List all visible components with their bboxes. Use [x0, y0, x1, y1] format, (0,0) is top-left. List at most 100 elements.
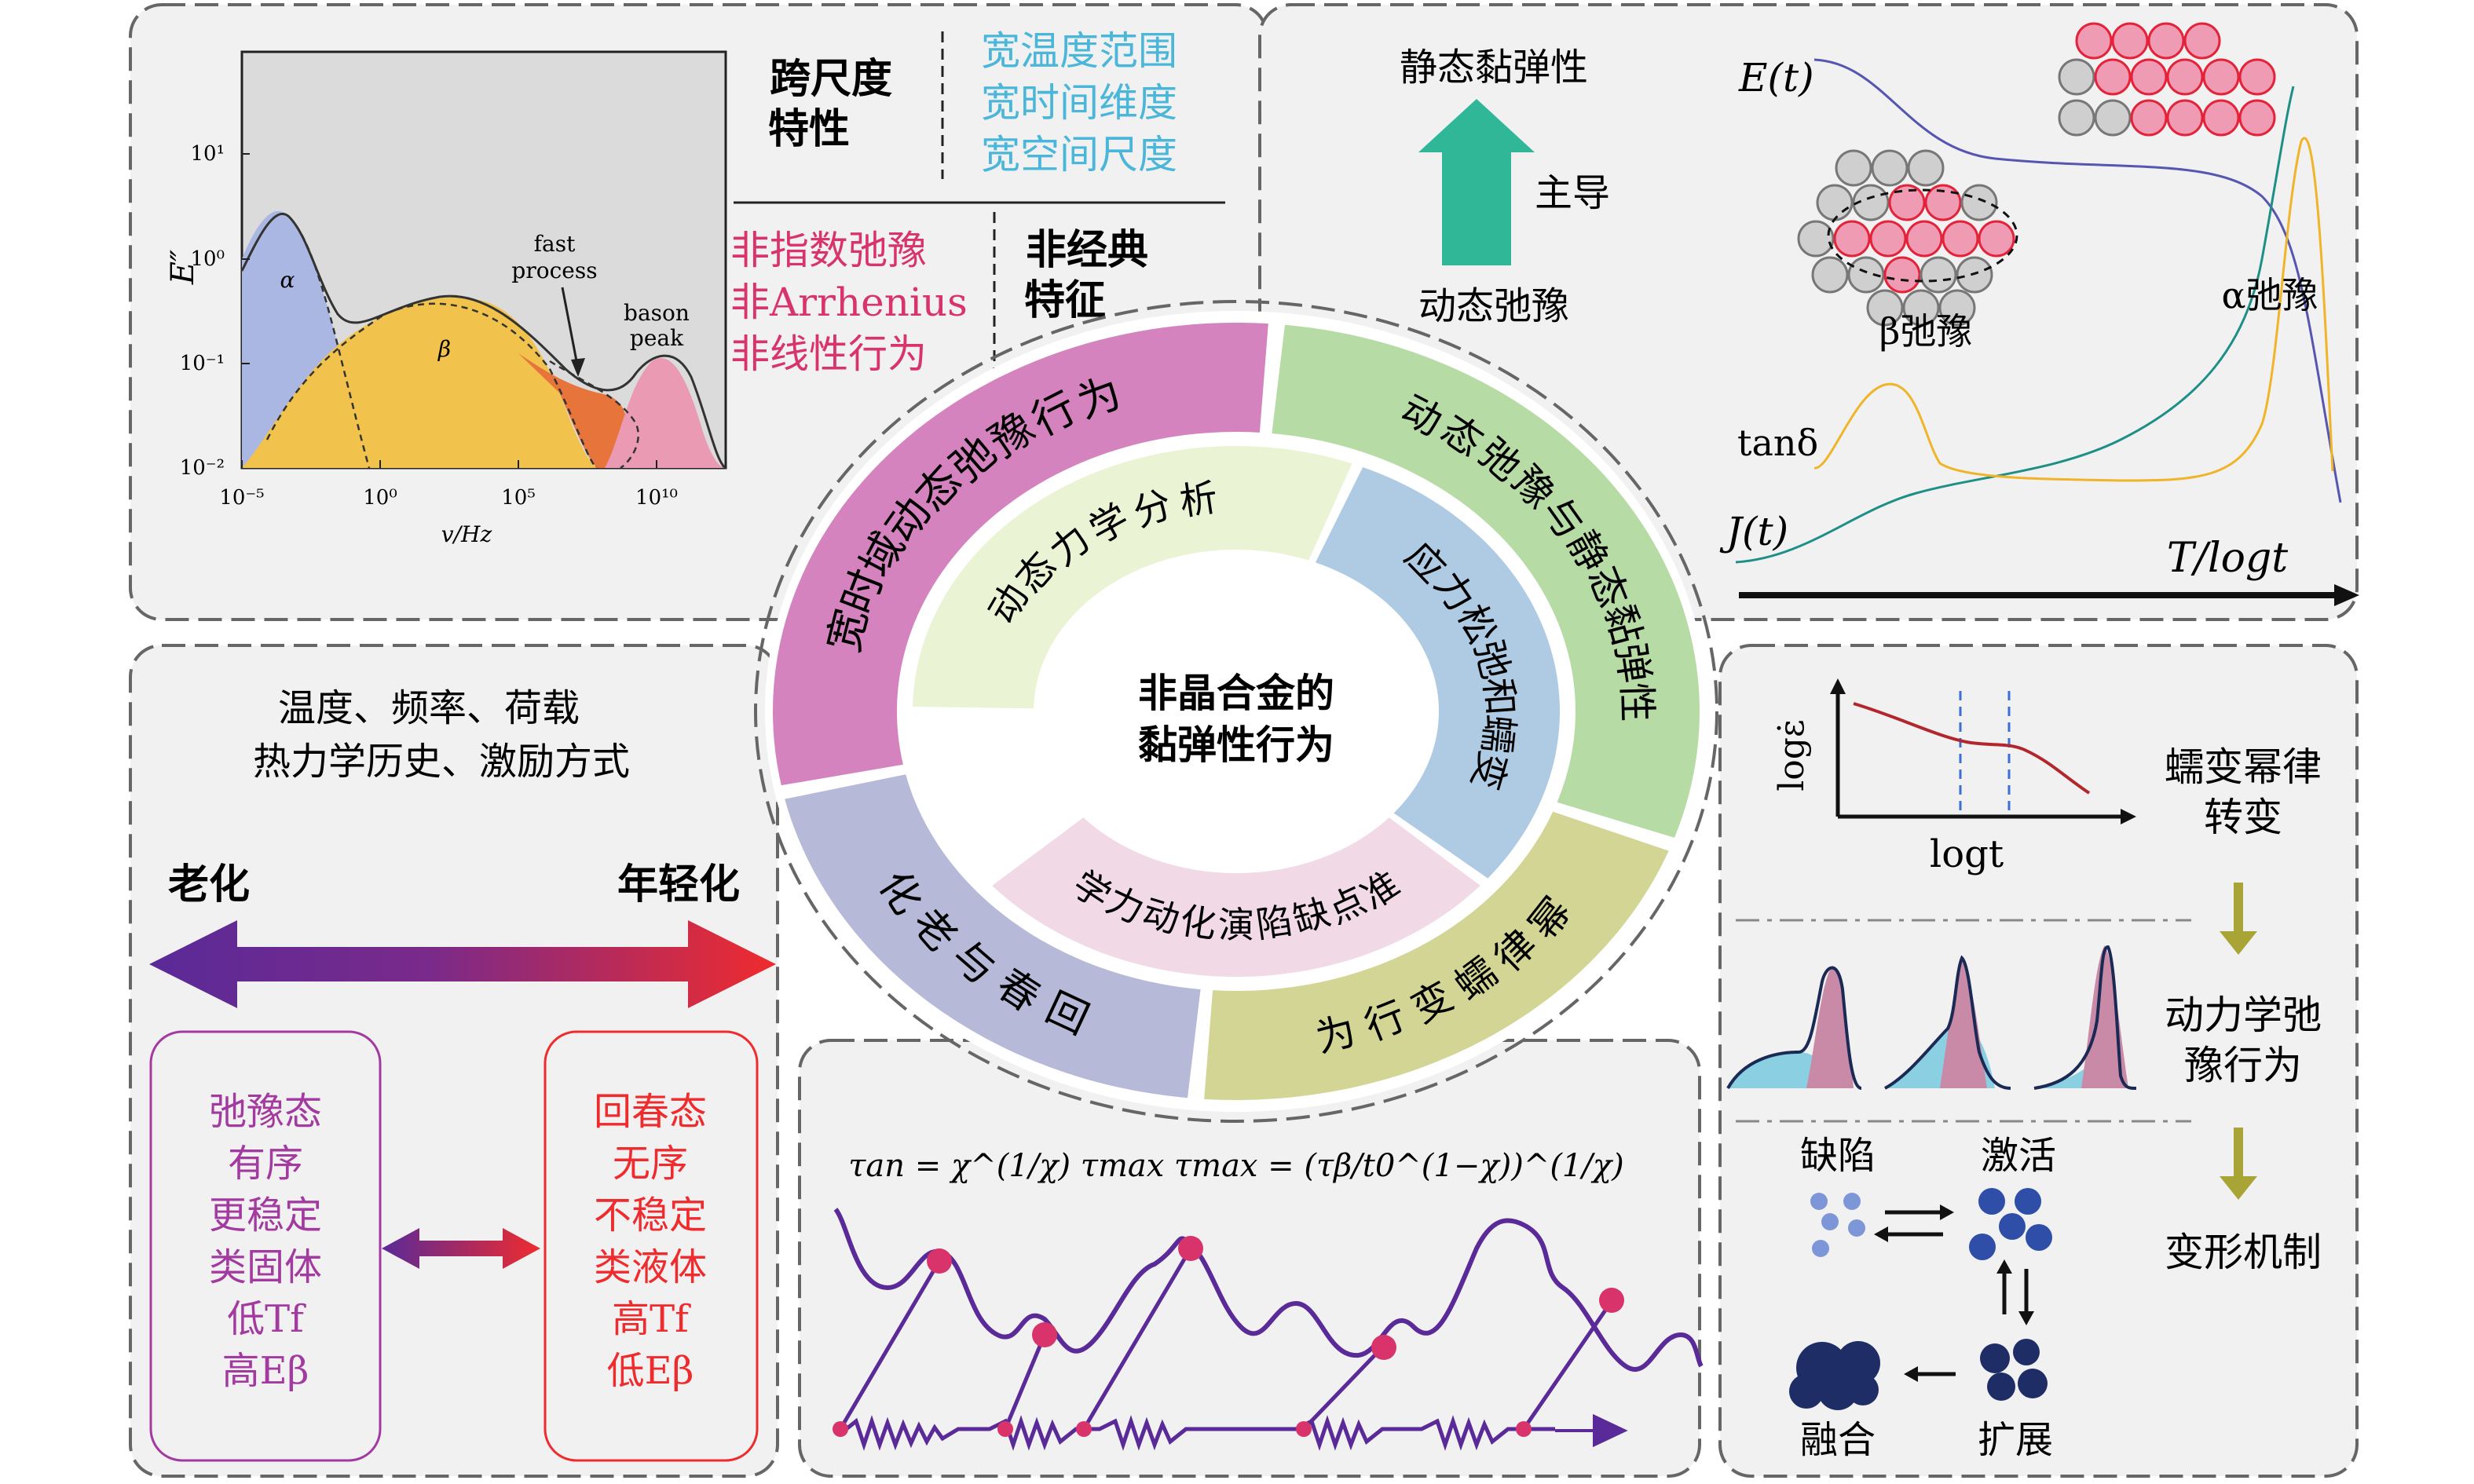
panel-bottom-left — [129, 644, 779, 1478]
particle — [1883, 256, 1921, 294]
spectrum-xtick-2: 10⁵ — [501, 486, 536, 510]
fast-process-arrowhead — [571, 358, 585, 377]
creep-rate-plot: logε̇ logt — [1772, 678, 2136, 876]
ring-seg-dma — [913, 446, 1352, 709]
particle — [1924, 184, 1962, 221]
v-arrowhead-down — [2018, 1311, 2034, 1325]
fast-dashed-curve — [549, 360, 639, 470]
particle — [2094, 99, 2132, 137]
spectrum-chart: 10¹ 10⁰ 10⁻¹ 10⁻² 10⁻⁵ 10⁰ 10⁵ 10¹⁰ v/Hz… — [165, 50, 727, 547]
energy-jump-lines — [838, 1247, 1612, 1431]
cross-scale-item-2: 宽空间尺度 — [981, 132, 1177, 177]
J-label: J(t) — [1719, 509, 1788, 554]
relaxed-item-2: 更稳定 — [209, 1193, 322, 1237]
particle — [2130, 99, 2168, 137]
step2-line-1: 豫行为 — [2184, 1043, 2302, 1088]
label-alpha: α — [280, 267, 295, 293]
label-process: process — [511, 258, 597, 283]
rejuvenated-item-3: 类液体 — [594, 1245, 707, 1289]
creep-rate-curve — [1853, 702, 2091, 795]
fast-process-area — [518, 353, 628, 468]
label-bason: bason — [624, 300, 690, 326]
particle — [1978, 220, 2015, 258]
rejuvenated-item-0: 回春态 — [594, 1090, 707, 1134]
spectrum-ytick-0: 10¹ — [190, 142, 225, 166]
spectrum-ticks — [241, 153, 657, 468]
ring-label-dma-char: 析 — [1177, 476, 1221, 525]
particle — [2183, 22, 2221, 60]
peak-3-line — [2033, 945, 2137, 1090]
dominance-arrow — [1418, 99, 1535, 265]
fuse-arrowhead — [1904, 1366, 1918, 1382]
step1-line-0: 蠕变幂律 — [2165, 744, 2322, 790]
particle — [2075, 22, 2113, 60]
panel-bottom-right — [1718, 644, 2359, 1478]
beta-relaxation-label: β弛豫 — [1879, 310, 1973, 353]
step-deformation-mechanism: 变形机制 — [2165, 1230, 2322, 1275]
ring-label-quasi-defect-char: 演 — [1218, 904, 1254, 946]
energy-state-dots — [833, 1236, 1624, 1437]
energy-landscape — [833, 1208, 1704, 1451]
spectrum-xlabel: v/Hz — [441, 521, 492, 547]
ring-label-stress-relax-char: 和 — [1476, 676, 1522, 717]
particle — [1869, 220, 1907, 258]
beta-cluster-outline — [1827, 188, 2018, 283]
rejuvenated-item-1: 无序 — [613, 1142, 688, 1186]
bason-peak-area — [605, 358, 726, 468]
particle — [2111, 22, 2149, 60]
ring-seg-dynamic-static — [1272, 324, 1700, 838]
factors-line-1: 温度、频率、荷载 — [278, 686, 580, 730]
particle — [1852, 184, 1890, 221]
particle — [2202, 99, 2240, 137]
center-title-2: 黏弹性行为 — [1138, 722, 1334, 768]
relaxed-item-1: 有序 — [228, 1142, 303, 1186]
ring-seg-rejuvenation — [785, 774, 1201, 1098]
creep-x-arrowhead — [2121, 809, 2136, 824]
tan-delta-label: tanδ — [1737, 422, 1818, 464]
fuse-blob — [1789, 1341, 1880, 1410]
relaxation-curves — [1735, 58, 2342, 564]
nonclassical-item-0: 非指数弛豫 — [730, 228, 927, 273]
particle — [1816, 184, 1854, 221]
beta-dashed-curve — [265, 302, 598, 470]
particle — [1905, 220, 1943, 258]
relaxed-state-box — [149, 1030, 382, 1462]
label-beta: β — [437, 336, 451, 362]
alpha-cluster — [2058, 22, 2276, 137]
particle — [1871, 149, 1909, 187]
ring-label-dynamic-static-char: 性 — [1613, 682, 1660, 723]
particle — [1902, 289, 1940, 327]
beta-peak-area — [242, 297, 597, 468]
alpha-relaxation-label: α弛豫 — [2221, 274, 2318, 316]
static-viscoelasticity: 静态黏弹性 — [1400, 46, 1588, 90]
rejuvenated-item-5: 低Eβ — [607, 1349, 694, 1393]
beta-cluster — [1797, 149, 2018, 327]
ring-seg-power-law — [1204, 811, 1669, 1100]
center-title-1: 非晶合金的 — [1138, 671, 1334, 716]
vertical-arrows — [2002, 1269, 2029, 1314]
eq-arrowhead-left — [1874, 1226, 1888, 1242]
nonclassical-item-1: 非Arrhenius — [730, 280, 968, 325]
particle — [2058, 99, 2095, 137]
factors-line-2: 热力学历史、激励方式 — [253, 740, 630, 784]
particle — [2202, 58, 2240, 96]
equilibrium-arrows — [1885, 1210, 1943, 1237]
cross-scale-title-1: 跨尺度 — [770, 56, 892, 103]
E-label: E(t) — [1738, 55, 1814, 101]
activate-label: 激活 — [1981, 1134, 2056, 1178]
particle — [2238, 58, 2276, 96]
rejuvenated-item-4: 高Tf — [612, 1297, 691, 1341]
spectrum-xtick-3: 10¹⁰ — [635, 486, 678, 510]
spectrum-ytick-1: 10⁰ — [190, 247, 225, 271]
ring-label-quasi-defect-char: 陷 — [1253, 899, 1295, 946]
spectrum-ytick-2: 10⁻¹ — [180, 352, 225, 375]
particle — [1942, 220, 1979, 258]
creep-xlabel: logt — [1930, 832, 2004, 876]
olive-arrow-2 — [2220, 1128, 2257, 1200]
relaxed-item-4: 低Tf — [227, 1297, 306, 1341]
activate-dots — [1969, 1188, 2052, 1260]
T-axis-label: T/logt — [2167, 535, 2288, 582]
spectrum-xtick-1: 10⁰ — [363, 486, 397, 510]
cross-scale-item-1: 宽时间维度 — [981, 80, 1177, 126]
